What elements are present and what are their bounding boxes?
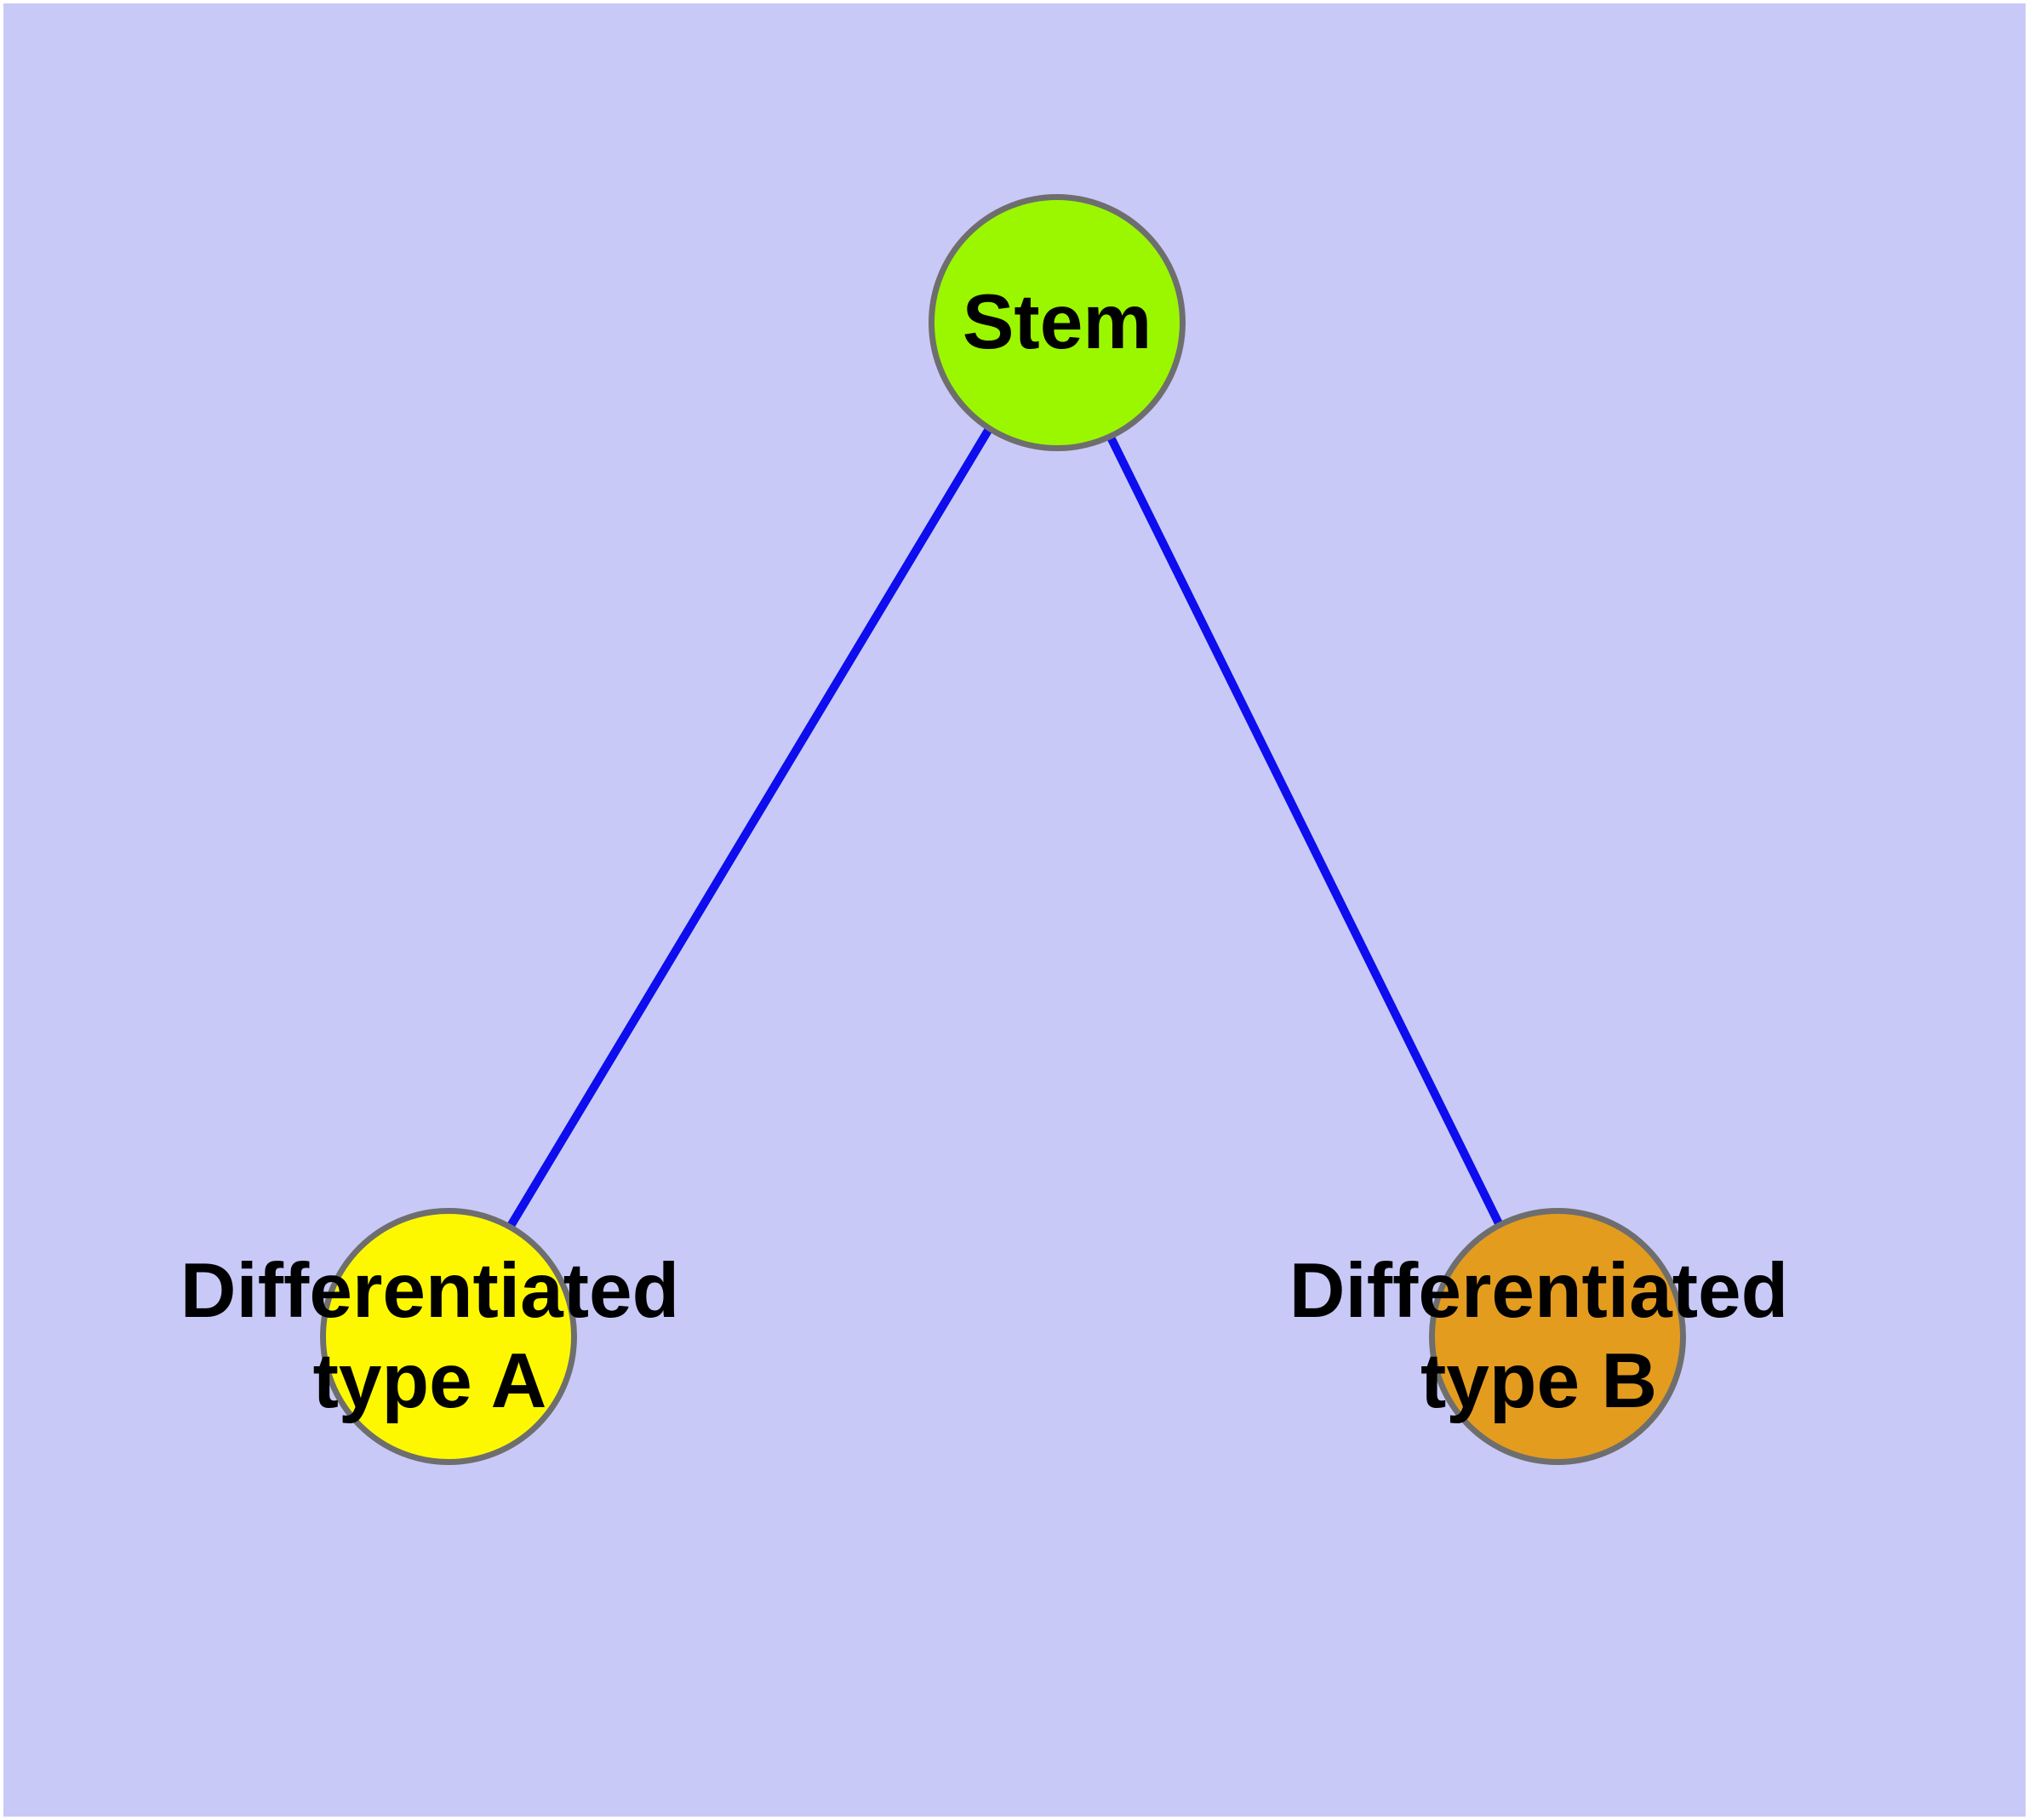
node-label-type-a-line-2: type A: [312, 1338, 547, 1424]
node-label-differentiated-type-a: Differentiated type A: [180, 1246, 680, 1427]
node-label-type-b-line-1: Differentiated: [1289, 1248, 1789, 1334]
node-label-stem: Stem: [963, 278, 1152, 368]
node-differentiated-type-b[interactable]: [1429, 1208, 1686, 1465]
edge-stem-to-differentiated-type-a[interactable]: [443, 319, 1058, 1334]
edges-layer: [443, 319, 1557, 1334]
node-label-differentiated-type-b: Differentiated type B: [1289, 1246, 1789, 1427]
edge-stem-to-differentiated-type-b[interactable]: [1049, 319, 1557, 1334]
node-label-type-b-line-2: type B: [1420, 1338, 1658, 1424]
node-label-stem-text: Stem: [962, 279, 1152, 365]
node-label-type-a-line-1: Differentiated: [180, 1248, 680, 1334]
node-stem[interactable]: [929, 194, 1186, 451]
node-differentiated-type-a[interactable]: [320, 1208, 577, 1465]
